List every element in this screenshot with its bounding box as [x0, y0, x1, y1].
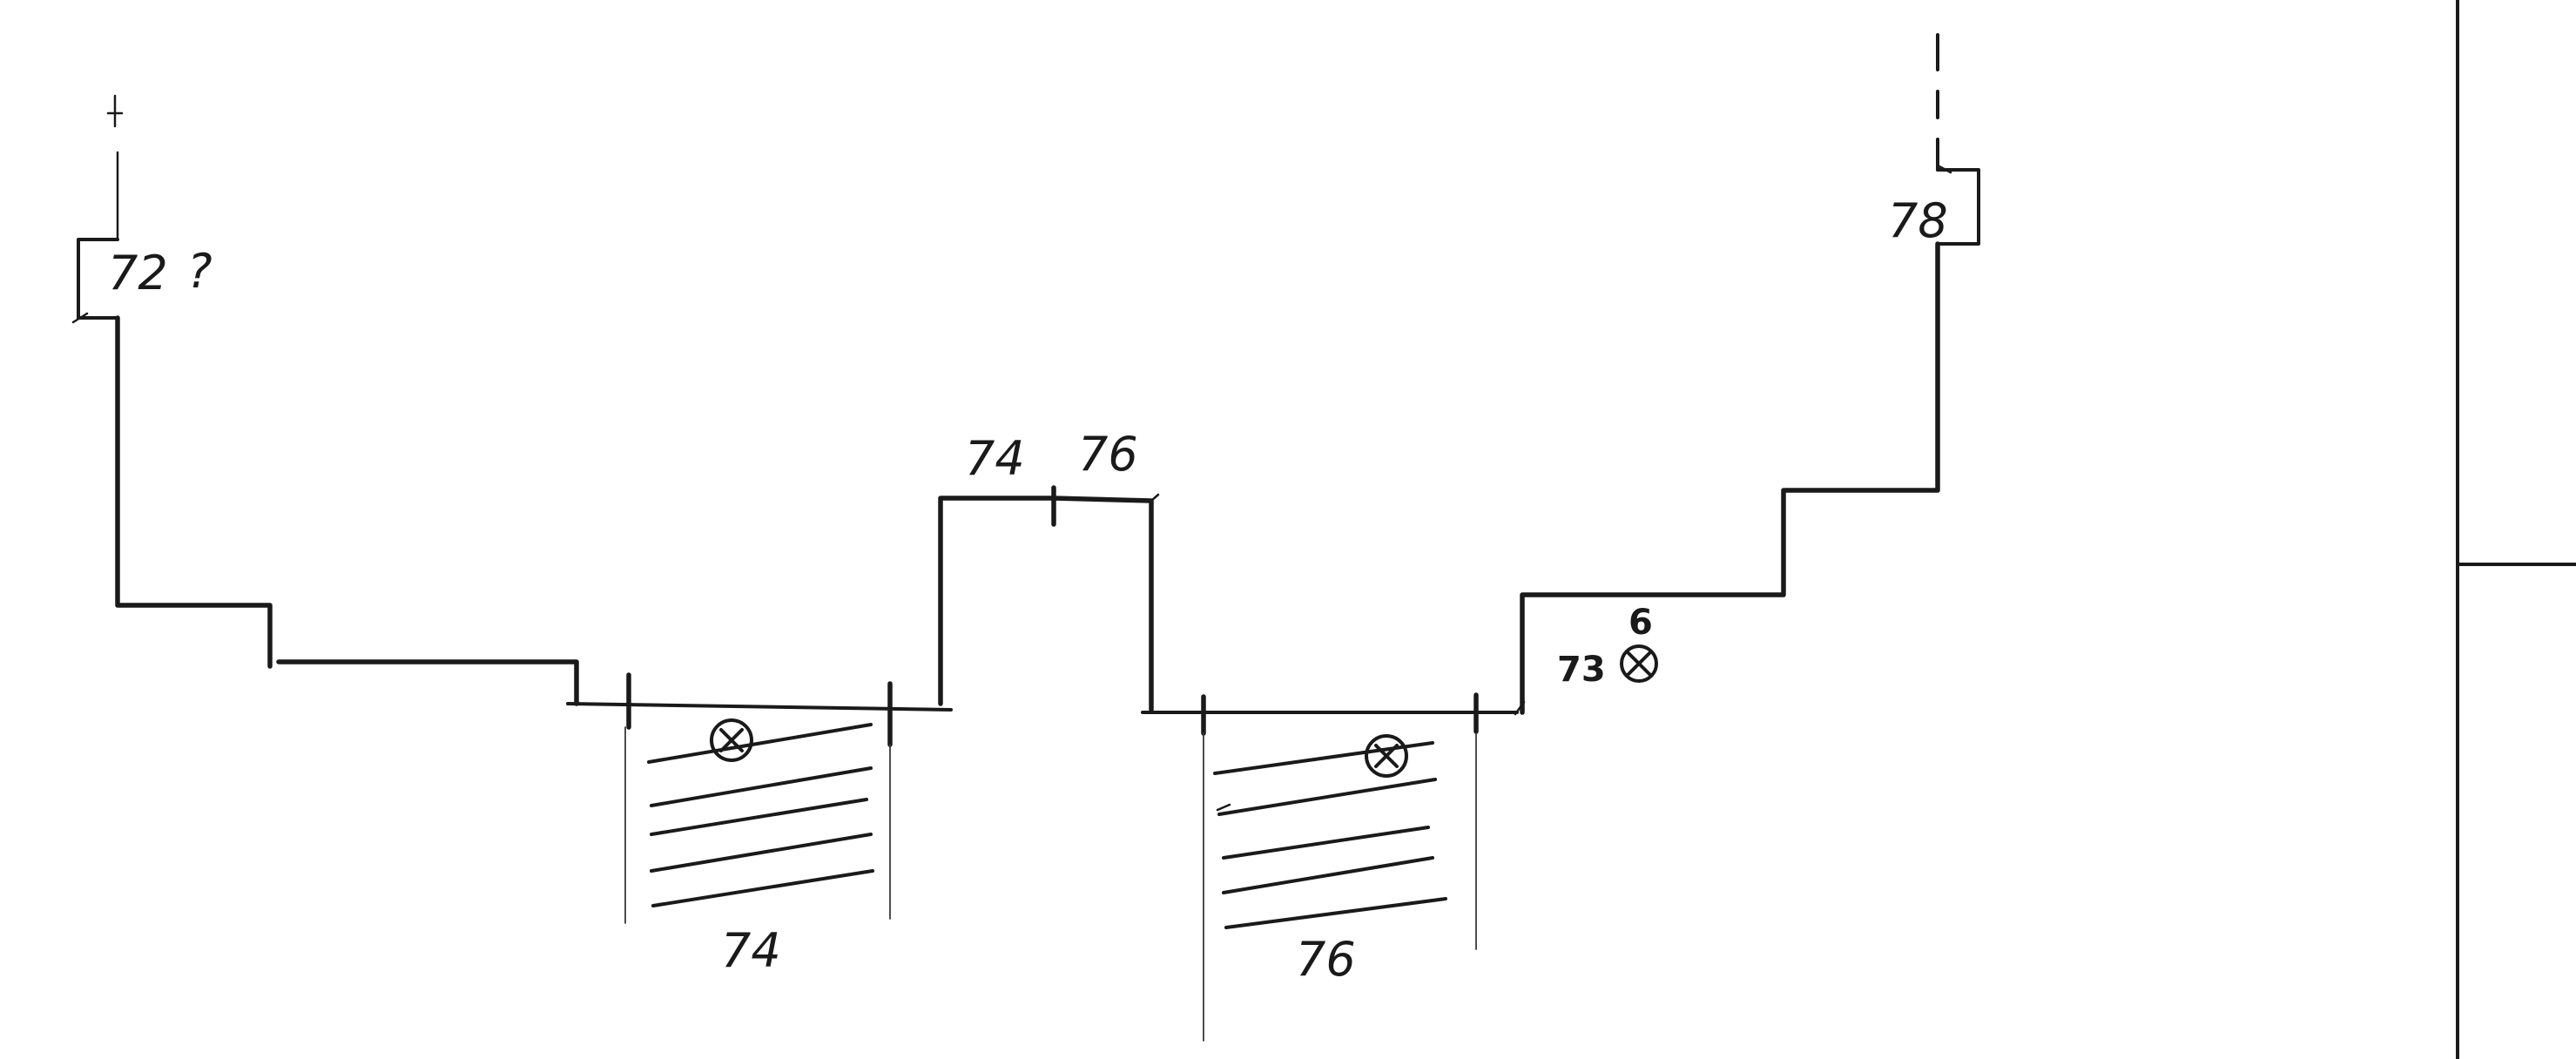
label-76-bottom: 76 — [1296, 932, 1356, 987]
hatched-block-76 — [1213, 741, 1447, 929]
label-78: 78 — [1888, 193, 1948, 248]
hatched-block-74 — [647, 723, 874, 907]
label-74-bottom: 74 — [721, 923, 781, 978]
profile-left-ledge — [276, 659, 579, 706]
profile-left-steps — [115, 315, 273, 669]
right-bracket-78 — [1936, 164, 1980, 246]
circle-x-symbol-left — [710, 718, 753, 762]
left-bracket-72 — [71, 238, 119, 324]
profile-center-raise — [938, 485, 1154, 712]
label-6: 6 — [1629, 603, 1653, 643]
left-dashed-extension — [106, 94, 124, 241]
profile-right-steps — [1520, 241, 1940, 715]
sheet-margin-frame — [2456, 0, 2576, 1059]
label-72: 72 — [108, 246, 168, 300]
circle-x-symbol-right — [1365, 734, 1408, 778]
label-76-top: 76 — [1078, 427, 1138, 482]
label-73: 73 — [1557, 650, 1606, 690]
label-72-question: ? — [187, 244, 212, 299]
label-74-top: 74 — [965, 431, 1025, 486]
circle-x-symbol-side — [1620, 644, 1658, 683]
profile-left-floor — [566, 702, 953, 712]
